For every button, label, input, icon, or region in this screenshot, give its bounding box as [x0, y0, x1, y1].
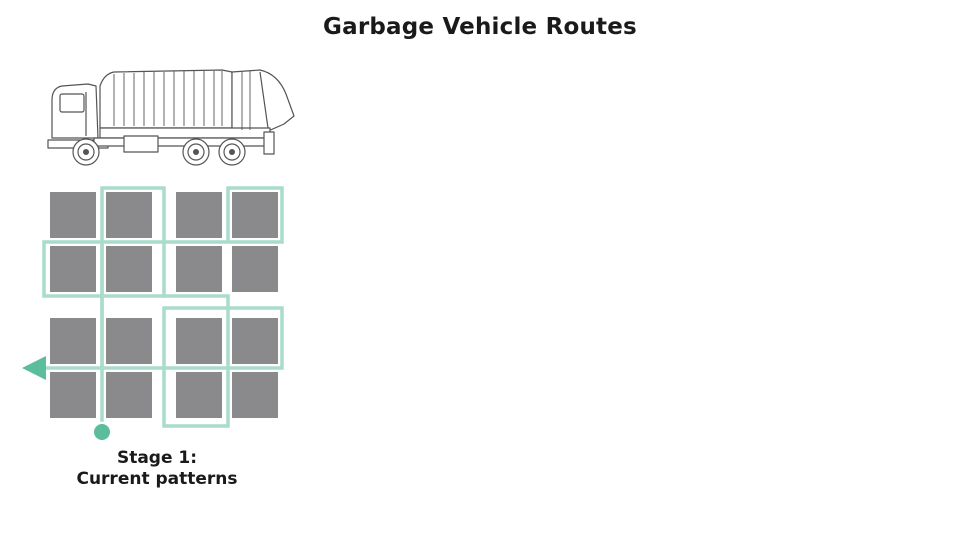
city-block	[176, 372, 222, 418]
route-exit-arrow	[22, 356, 46, 380]
city-block	[106, 192, 152, 238]
slide-title: Garbage Vehicle Routes	[323, 14, 637, 40]
city-block	[176, 192, 222, 238]
garbage-truck-icon	[47, 69, 295, 166]
route-start-dot	[94, 424, 110, 440]
city-block	[176, 246, 222, 292]
city-block	[106, 372, 152, 418]
city-block	[50, 192, 96, 238]
city-block	[106, 246, 152, 292]
city-block	[176, 318, 222, 364]
city-block	[232, 318, 278, 364]
route-path	[42, 186, 284, 422]
route-path	[100, 240, 284, 428]
stage-caption: Stage 1: Current patterns	[62, 448, 252, 490]
city-block	[232, 246, 278, 292]
stage-number: Stage 1:	[116, 448, 198, 468]
stage-label: Current patterns	[76, 469, 238, 489]
city-block	[50, 246, 96, 292]
city-block	[232, 192, 278, 238]
city-block	[232, 372, 278, 418]
route-path	[162, 294, 230, 310]
city-block	[50, 318, 96, 364]
city-block	[50, 372, 96, 418]
route-grid-diagram	[22, 186, 284, 440]
city-block	[106, 318, 152, 364]
